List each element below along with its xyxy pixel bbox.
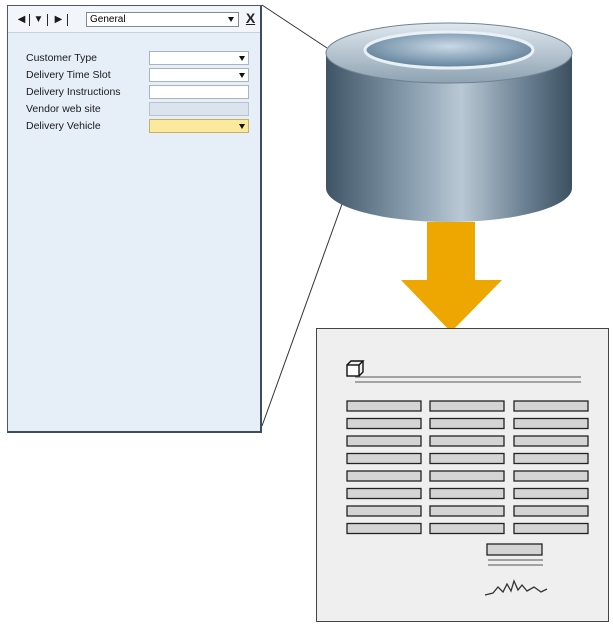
category-select[interactable]: General <box>86 12 239 27</box>
table-block <box>429 487 505 500</box>
nav-separator <box>47 14 48 26</box>
field-row-delivery-time-slot: Delivery Time Slot <box>8 67 260 84</box>
field-row-delivery-instructions: Delivery Instructions <box>8 84 260 101</box>
field-label: Delivery Vehicle <box>26 120 101 132</box>
document-table <box>346 400 589 535</box>
chevron-down-icon <box>239 124 245 129</box>
delivery-instructions-input[interactable] <box>149 85 249 99</box>
field-label: Customer Type <box>26 52 98 64</box>
field-label: Delivery Time Slot <box>26 69 111 81</box>
chevron-down-icon <box>239 56 245 61</box>
database-icon <box>325 22 573 222</box>
field-row-vendor-web-site: Vendor web site <box>8 101 260 118</box>
box-icon <box>346 360 365 377</box>
table-block <box>429 417 505 430</box>
nav-separator <box>67 14 68 26</box>
close-button[interactable]: X <box>245 10 256 26</box>
table-block <box>346 522 422 535</box>
table-block <box>513 452 589 465</box>
table-block <box>346 400 422 412</box>
down-arrow-icon <box>401 222 502 332</box>
udf-panel: ◀ ▼ ▶ General X Customer Type Delivery T… <box>7 5 262 433</box>
table-block <box>346 452 422 465</box>
table-block <box>346 505 422 517</box>
vendor-web-site-input <box>149 102 249 116</box>
table-block <box>346 487 422 500</box>
delivery-time-slot-dropdown[interactable] <box>149 68 249 82</box>
table-block <box>513 417 589 430</box>
field-row-customer-type: Customer Type <box>8 50 260 67</box>
arrow-left-icon[interactable]: ◀ <box>17 14 26 25</box>
table-block <box>429 400 505 412</box>
table-block <box>429 522 505 535</box>
delivery-vehicle-dropdown[interactable] <box>149 119 249 133</box>
signature-icon <box>484 579 548 596</box>
table-block <box>346 417 422 430</box>
table-block <box>429 435 505 447</box>
table-block <box>429 505 505 517</box>
table-block <box>513 505 589 517</box>
udf-panel-header: ◀ ▼ ▶ General X <box>8 6 260 33</box>
table-block <box>513 470 589 482</box>
table-block <box>513 522 589 535</box>
table-block <box>513 435 589 447</box>
chevron-down-icon <box>239 73 245 78</box>
chevron-down-icon <box>228 17 234 22</box>
table-block <box>513 400 589 412</box>
field-label: Vendor web site <box>26 103 101 115</box>
field-row-delivery-vehicle: Delivery Vehicle <box>8 118 260 135</box>
category-select-value: General <box>90 14 126 25</box>
dropdown-icon[interactable]: ▼ <box>33 14 44 25</box>
arrow-right-icon[interactable]: ▶ <box>54 14 63 25</box>
table-block <box>429 470 505 482</box>
nav-separator <box>29 14 30 26</box>
document-content <box>346 360 589 596</box>
table-block <box>346 435 422 447</box>
customer-type-dropdown[interactable] <box>149 51 249 65</box>
field-label: Delivery Instructions <box>26 86 121 98</box>
table-block <box>513 487 589 500</box>
document-icon <box>316 328 609 622</box>
table-block <box>429 452 505 465</box>
table-block <box>346 470 422 482</box>
